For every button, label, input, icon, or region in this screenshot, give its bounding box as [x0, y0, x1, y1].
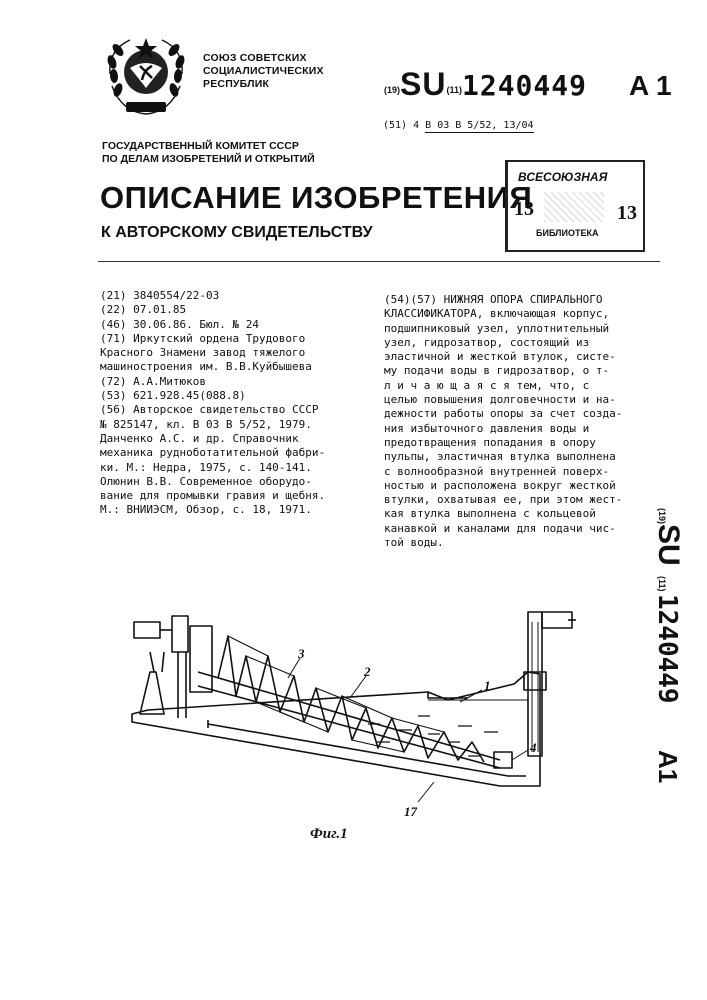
abstract-line: пульпы, эластичная втулка выполнена — [384, 450, 634, 464]
drive-column — [190, 626, 212, 692]
figure-label-2: 2 — [363, 664, 371, 679]
abstract-line: с волнообразной внутренней поверх- — [384, 465, 634, 479]
bibliography-line: Красного Знамени завод тяжелого — [100, 346, 370, 360]
bibliography-line: механика рудноботатительной фабри- — [100, 446, 370, 460]
abstract-line: кая втулка выполнена с кольцевой — [384, 507, 634, 521]
ipc-classification: (51) 4 B 03 B 5/52, 13/04 — [383, 120, 534, 131]
bibliography-line: (21) 3840554/22-03 — [100, 289, 370, 303]
figure-label-17: 17 — [404, 804, 418, 819]
country-line-1: СОЮЗ СОВЕТСКИХ — [203, 52, 324, 65]
abstract-line: той воды. — [384, 536, 634, 550]
abstract-text: (54)(57) НИЖНЯЯ ОПОРА СПИРАЛЬНОГОКЛАССИФ… — [384, 293, 634, 550]
country-line-3: РЕСПУБЛИК — [203, 78, 324, 91]
patent-number: 1240449 — [462, 69, 587, 102]
ussr-emblem-icon — [100, 28, 192, 120]
bibliography-line: ки. М.: Недра, 1975, с. 140-141. — [100, 461, 370, 475]
stamp-bottom-text: БИБЛИОТЕКА — [536, 228, 598, 238]
bibliography-line: (53) 621.928.45(088.8) — [100, 389, 370, 403]
bibliography-line: вание для промывки гравия и щебня. — [100, 489, 370, 503]
bibliography-line: М.: ВНИИЭСМ, Обзор, с. 18, 1971. — [100, 503, 370, 517]
patent-number-block: (19)SU(11)1240449 A 1 — [384, 66, 672, 103]
side-patent-number: 1240449 — [652, 594, 682, 704]
bibliographic-data: (21) 3840554/22-03(22) 07.01.85(46) 30.0… — [100, 289, 370, 518]
abstract-line: му подачи воды в гидрозатвор, о т- — [384, 364, 634, 378]
country-line-2: СОЦИАЛИСТИЧЕСКИХ — [203, 65, 324, 78]
abstract-line: эластичной и жесткой втулок, систе- — [384, 350, 634, 364]
figure-label-4: 4 — [529, 740, 537, 755]
committee-name: ГОСУДАРСТВЕННЫЙ КОМИТЕТ СССР ПО ДЕЛАМ ИЗ… — [102, 140, 315, 166]
stamp-right-number: 13 — [617, 202, 637, 225]
figure-label-1: 1 — [484, 678, 491, 693]
motor — [134, 622, 160, 638]
abstract-line: л и ч а ю щ а я с я тем, что, с — [384, 379, 634, 393]
side-code-11: (11) — [657, 576, 667, 592]
abstract-line: втулки, охватывая ее, при этом жест- — [384, 493, 634, 507]
committee-line-2: ПО ДЕЛАМ ИЗОБРЕТЕНИЙ И ОТКРЫТИЙ — [102, 153, 315, 166]
abstract-line: ностью и расположена вокруг жесткой — [384, 479, 634, 493]
abstract-line: предотвращения попадания в опору — [384, 436, 634, 450]
stamp-smudge — [544, 192, 604, 222]
abstract-line: целью повышения долговечности и на- — [384, 393, 634, 407]
abstract-line: узел, гидрозатвор, состоящий из — [384, 336, 634, 350]
side-kind: A1 — [653, 750, 683, 783]
side-country-code: SU — [652, 524, 685, 566]
stamp-left-number: 13 — [514, 198, 534, 221]
abstract-line: ния избыточного давления воды и — [384, 422, 634, 436]
country-name: СОЮЗ СОВЕТСКИХ СОЦИАЛИСТИЧЕСКИХ РЕСПУБЛИ… — [203, 52, 324, 91]
bibliography-line: Данченко А.С. и др. Справочник — [100, 432, 370, 446]
committee-line-1: ГОСУДАРСТВЕННЫЙ КОМИТЕТ СССР — [102, 140, 315, 153]
gear-housing — [172, 616, 188, 652]
bibliography-line: Олюнин В.В. Современное оборудо- — [100, 475, 370, 489]
kind-code: A 1 — [629, 70, 672, 101]
drive-support — [140, 672, 164, 714]
figure-label-3: 3 — [297, 646, 305, 661]
code-11: (11) — [446, 85, 462, 95]
code-19: (19) — [384, 85, 400, 95]
bibliography-line: (46) 30.06.86. Бюл. № 24 — [100, 318, 370, 332]
figure-caption: Фиг.1 — [310, 826, 348, 843]
abstract-line: (54)(57) НИЖНЯЯ ОПОРА СПИРАЛЬНОГО — [384, 293, 634, 307]
bibliography-line: (71) Иркутский ордена Трудового — [100, 332, 370, 346]
abstract-line: дежности работы опоры за счет созда- — [384, 407, 634, 421]
bibliography-line: (22) 07.01.85 — [100, 303, 370, 317]
bibliography-line: № 825147, кл. В 03 В 5/52, 1979. — [100, 418, 370, 432]
tank-body — [132, 672, 540, 786]
document-subtitle: К АВТОРСКОМУ СВИДЕТЕЛЬСТВУ — [101, 224, 373, 242]
lift-mechanism — [542, 612, 572, 628]
ipc-prefix: (51) 4 — [383, 120, 419, 131]
classifier-drawing: 3 2 1 4 17 — [128, 592, 580, 824]
stamp-top-text: ВСЕСОЮЗНАЯ — [518, 170, 607, 184]
bibliography-line: (56) Авторское свидетельство СССР — [100, 403, 370, 417]
side-code-19: (19) — [657, 508, 667, 524]
side-patent-label: (19) SU (11) 1240449 A1 — [645, 508, 695, 798]
abstract-line: канавкой и каналами для подачи чис- — [384, 522, 634, 536]
document-title: ОПИСАНИЕ ИЗОБРЕТЕНИЯ — [100, 180, 532, 216]
library-stamp: ВСЕСОЮЗНАЯ 13 13 БИБЛИОТЕКА — [505, 160, 645, 252]
abstract-line: КЛАССИФИКАТОРА, включающая корпус, — [384, 307, 634, 321]
abstract-line: подшипниковый узел, уплотнительный — [384, 322, 634, 336]
bibliography-line: машиностроения им. В.В.Куйбышева — [100, 360, 370, 374]
header-divider — [98, 261, 660, 262]
bottom-support — [494, 752, 512, 768]
bibliography-line: (72) А.А.Митюков — [100, 375, 370, 389]
country-code: SU — [400, 66, 446, 102]
ipc-code: B 03 B 5/52, 13/04 — [425, 120, 533, 133]
